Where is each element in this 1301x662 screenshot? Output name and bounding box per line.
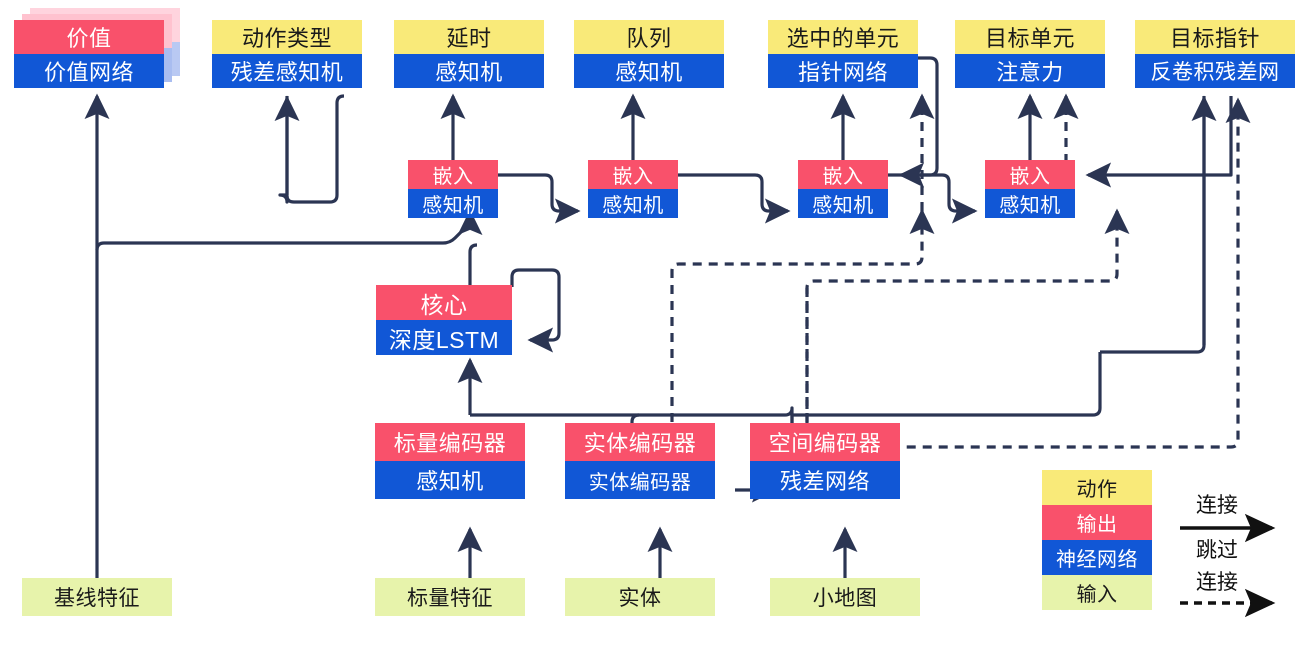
node-spatial-encoder-body: 残差网络	[750, 461, 900, 499]
node-action-type-body: 残差感知机	[212, 54, 362, 88]
wire-core-self-loop	[510, 268, 561, 353]
node-spatial-encoder[interactable]: 空间编码器 残差网络	[750, 423, 900, 499]
node-value[interactable]: 价值 价值网络	[14, 20, 164, 88]
legend-solid-label: 连接	[1196, 494, 1238, 517]
node-queue-body: 感知机	[574, 54, 724, 88]
node-embed-1[interactable]: 嵌入 感知机	[408, 160, 498, 218]
wire-embed3-to-embed4	[888, 173, 978, 224]
node-value-head: 价值	[14, 20, 164, 54]
node-queue[interactable]: 队列 感知机	[574, 20, 724, 88]
legend-band-output: 输出	[1042, 505, 1152, 540]
skip-spatial-to-target-pointer	[805, 97, 1251, 449]
node-embed-1-head: 嵌入	[408, 160, 498, 189]
input-baseline-features-label: 基线特征	[22, 578, 172, 616]
node-core-body: 深度LSTM	[376, 320, 512, 355]
node-embed-3-head: 嵌入	[798, 160, 888, 189]
node-target-unit-body: 注意力	[955, 54, 1105, 88]
node-target-unit-head: 目标单元	[955, 20, 1105, 54]
node-embed-4[interactable]: 嵌入 感知机	[985, 160, 1075, 218]
node-embed-4-head: 嵌入	[985, 160, 1075, 189]
input-entities[interactable]: 实体	[565, 578, 715, 616]
node-entity-encoder-head: 实体编码器	[565, 423, 715, 461]
input-baseline-features[interactable]: 基线特征	[22, 578, 172, 616]
legend-dashed-label-1: 跳过	[1196, 539, 1238, 562]
node-embed-3[interactable]: 嵌入 感知机	[798, 160, 888, 218]
node-scalar-encoder-body: 感知机	[375, 461, 525, 499]
legend-dashed-label-2: 连接	[1196, 571, 1238, 594]
legend-band-input: 输入	[1042, 575, 1152, 610]
wire-embed1-left-feed	[285, 94, 345, 204]
wire-embed2-to-embed3	[678, 173, 791, 224]
node-target-pointer-body: 反卷积残差网	[1135, 54, 1295, 88]
node-scalar-encoder[interactable]: 标量编码器 感知机	[375, 423, 525, 499]
node-entity-encoder-body: 实体编码器	[565, 461, 715, 499]
legend-color-key: 动作 输出 神经网络 输入	[1042, 470, 1152, 610]
node-target-unit[interactable]: 目标单元 注意力	[955, 20, 1105, 88]
node-core-head: 核心	[376, 285, 512, 320]
input-minimap[interactable]: 小地图	[770, 578, 920, 616]
node-embed-2[interactable]: 嵌入 感知机	[588, 160, 678, 218]
node-embed-3-body: 感知机	[798, 189, 888, 218]
node-embed-2-body: 感知机	[588, 189, 678, 218]
input-entities-label: 实体	[565, 578, 715, 616]
wire-core-up	[468, 243, 478, 285]
wire-actiontype-stub	[278, 96, 289, 204]
node-action-type[interactable]: 动作类型 残差感知机	[212, 20, 362, 88]
node-delay-head: 延时	[394, 20, 544, 54]
node-selected-units-body: 指针网络	[768, 54, 918, 88]
input-scalar-features[interactable]: 标量特征	[375, 578, 525, 616]
node-selected-units[interactable]: 选中的单元 指针网络	[768, 20, 918, 88]
node-embed-4-body: 感知机	[985, 189, 1075, 218]
wire-embed1-to-embed2	[498, 173, 581, 224]
node-entity-encoder[interactable]: 实体编码器 实体编码器	[565, 423, 715, 499]
wire-targetpointer-feed	[1100, 96, 1206, 354]
node-queue-head: 队列	[574, 20, 724, 54]
node-delay-body: 感知机	[394, 54, 544, 88]
input-scalar-features-label: 标量特征	[375, 578, 525, 616]
node-embed-1-body: 感知机	[408, 189, 498, 218]
node-core[interactable]: 核心 深度LSTM	[376, 285, 512, 355]
node-action-type-head: 动作类型	[212, 20, 362, 54]
node-embed-2-head: 嵌入	[588, 160, 678, 189]
legend-band-action: 动作	[1042, 470, 1152, 505]
node-scalar-encoder-head: 标量编码器	[375, 423, 525, 461]
wire-right-to-embed4	[1085, 96, 1233, 188]
node-spatial-encoder-head: 空间编码器	[750, 423, 900, 461]
node-value-body: 价值网络	[14, 54, 164, 88]
legend-band-network: 神经网络	[1042, 540, 1152, 575]
node-target-pointer-head: 目标指针	[1135, 20, 1295, 54]
node-selected-units-head: 选中的单元	[768, 20, 918, 54]
input-minimap-label: 小地图	[770, 578, 920, 616]
node-delay[interactable]: 延时 感知机	[394, 20, 544, 88]
node-target-pointer[interactable]: 目标指针 反卷积残差网	[1135, 20, 1295, 88]
